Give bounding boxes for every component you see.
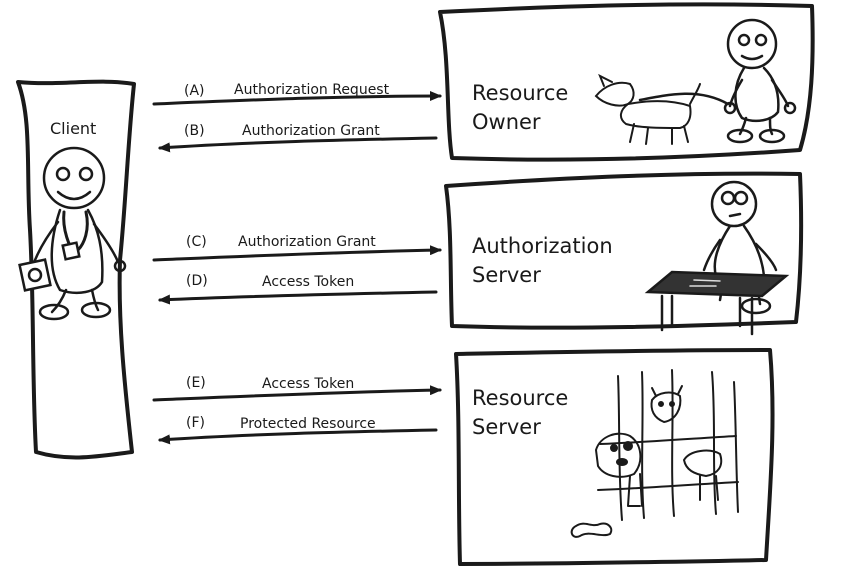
flow-a-letter: (A): [184, 83, 205, 99]
arrow-d: [158, 290, 438, 305]
dog-on-leash: [594, 73, 701, 145]
flow-b-label: Authorization Grant: [242, 123, 380, 139]
resource-owner-line1: Resource: [472, 81, 569, 105]
authorization-server-title: Authorization Server: [472, 232, 613, 290]
desk: [644, 270, 790, 336]
flow-d-letter: (D): [186, 273, 208, 289]
arrow-c: [152, 245, 442, 262]
arrow-a: [152, 91, 442, 106]
resource-owner-figure: [638, 18, 797, 144]
resource-server-title: Resource Server: [472, 384, 568, 442]
flow-a-label: Authorization Request: [234, 82, 390, 98]
resource-server-line1: Resource: [472, 386, 569, 410]
authorization-server-line2: Server: [472, 263, 541, 287]
cage: [597, 369, 739, 521]
flow-d-label: Access Token: [262, 274, 355, 290]
authorization-server-box: [444, 171, 804, 330]
flow-f-label: Protected Resource: [240, 416, 376, 432]
flow-c-label: Authorization Grant: [238, 234, 376, 250]
client-column: [16, 79, 136, 460]
resource-owner-line2: Owner: [472, 110, 541, 134]
flow-c-letter: (C): [186, 234, 207, 250]
resource-server-line2: Server: [472, 415, 541, 439]
authorization-server-line1: Authorization: [472, 234, 613, 258]
resource-owner-title: Resource Owner: [472, 79, 568, 137]
client-label: Client: [50, 119, 97, 138]
arrow-b: [158, 136, 438, 153]
resource-server-box: [454, 348, 775, 566]
resource-owner-box: [438, 2, 815, 162]
flow-e-label: Access Token: [262, 376, 355, 392]
client-figure: [18, 146, 127, 321]
arrow-f: [158, 428, 438, 445]
flow-e-letter: (E): [186, 375, 206, 391]
flow-b-letter: (B): [184, 123, 205, 139]
caged-dogs: [570, 385, 723, 538]
arrow-e: [152, 385, 442, 402]
flow-f-letter: (F): [186, 415, 205, 431]
